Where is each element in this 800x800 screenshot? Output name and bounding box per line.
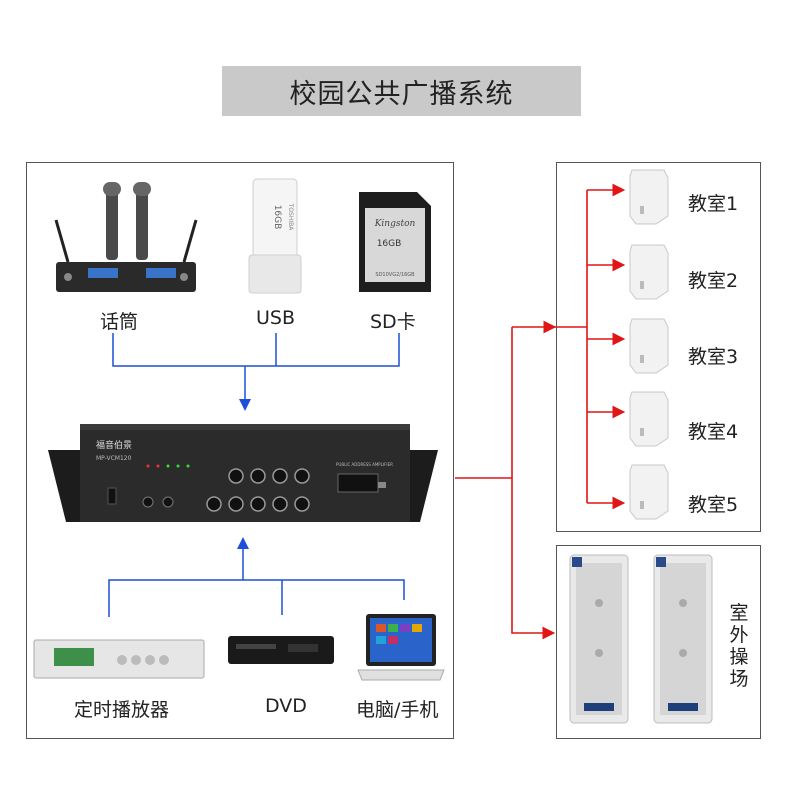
- svg-text:Kingston: Kingston: [374, 219, 416, 229]
- svg-text:16GB: 16GB: [272, 205, 282, 230]
- classroom-label-1: 教室1: [688, 193, 739, 215]
- source-label-timer-player: 定时播放器: [74, 699, 170, 721]
- classroom-label-3: 教室3: [688, 346, 739, 368]
- diagram-title: 校园公共广播系统: [222, 66, 581, 116]
- source-label-laptop: 电脑/手机: [356, 699, 439, 721]
- classroom-label-5: 教室5: [688, 494, 739, 516]
- source-label-usb: USB: [256, 307, 296, 329]
- amplifier-icon: 福音伯景 MP-VCM120 PUBLIC ADDRESS AMPLIFIER: [48, 424, 438, 522]
- wall-speaker-icon: [629, 464, 669, 520]
- sd-card-icon: Kingston 16GB SD10VG2/16GB: [359, 192, 431, 292]
- timer-player-icon: [33, 639, 205, 679]
- source-label-microphone: 话筒: [100, 311, 139, 333]
- svg-text:PUBLIC ADDRESS AMPLIFIER: PUBLIC ADDRESS AMPLIFIER: [336, 462, 393, 467]
- wall-speaker-icon: [629, 169, 669, 225]
- laptop-icon: [357, 614, 445, 681]
- classroom-label-2: 教室2: [688, 270, 739, 292]
- svg-text:MP-VCM120: MP-VCM120: [96, 455, 132, 462]
- microphone-receiver-icon: [54, 182, 198, 292]
- svg-text:福音伯景: 福音伯景: [96, 439, 132, 451]
- classroom-label-4: 教室4: [688, 421, 739, 443]
- dvd-player-icon: [228, 636, 334, 664]
- svg-text:16GB: 16GB: [377, 239, 402, 249]
- usb-drive-icon: 16GB TOSHIBA: [248, 178, 302, 294]
- svg-text:TOSHIBA: TOSHIBA: [287, 203, 294, 232]
- column-speaker-icon: [569, 554, 629, 724]
- source-label-dvd: DVD: [265, 695, 307, 717]
- outdoor-label: 室外操场: [729, 602, 749, 690]
- source-label-sd-card: SD卡: [370, 311, 416, 333]
- wall-speaker-icon: [629, 244, 669, 300]
- wall-speaker-icon: [629, 318, 669, 374]
- wall-speaker-icon: [629, 391, 669, 447]
- svg-text:SD10VG2/16GB: SD10VG2/16GB: [375, 272, 415, 278]
- column-speaker-icon: [653, 554, 713, 724]
